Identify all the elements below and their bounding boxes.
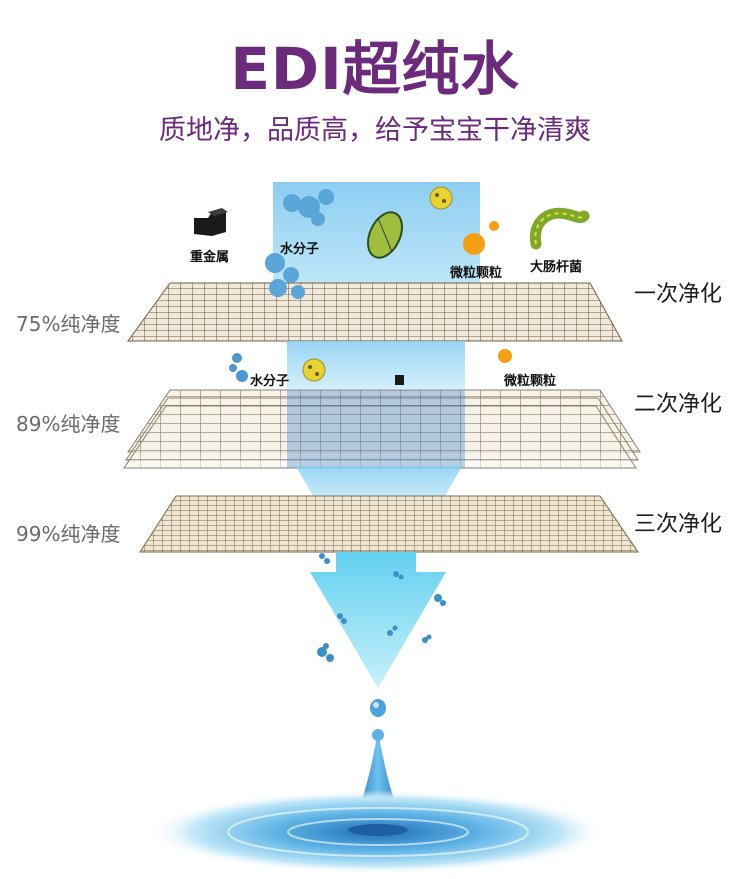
water-funnel: [296, 466, 462, 505]
filter-mesh-1: [127, 282, 623, 342]
page-subtitle: 质地净，品质高，给予宝宝干净清爽: [159, 115, 591, 146]
label-ecoli: 大肠杆菌: [530, 260, 583, 275]
stage-label-3: 三次净化: [634, 512, 723, 537]
filter-mesh-2: [123, 389, 641, 469]
label-water-molecule-mid: 水分子: [250, 374, 290, 389]
water-molecule-icon-mid: [229, 353, 248, 382]
stage-label-1: 一次净化: [634, 282, 723, 307]
purity-label-2: 89%纯净度: [16, 412, 121, 436]
ecoli-icon: [529, 207, 590, 250]
purity-label-1: 75%纯净度: [16, 312, 121, 336]
label-particle: 微粒颗粒: [450, 266, 503, 281]
microbe-icon: [367, 211, 403, 259]
heavy-metal-icon: [194, 208, 228, 236]
label-water-molecule: 水分子: [280, 242, 320, 257]
output-arrow: [310, 552, 446, 688]
label-heavy-metal: 重金属: [190, 250, 230, 265]
heavy-metal-icon-mid: [395, 375, 404, 385]
particle-icon: [429, 186, 499, 255]
droplet-small: [370, 699, 386, 717]
particle-icon-mid: [302, 349, 512, 382]
stage-label-2: 二次净化: [634, 392, 723, 417]
water-molecule-icon: [265, 189, 334, 299]
filter-mesh-3: [139, 495, 639, 553]
label-particle-mid: 微粒颗粒: [504, 374, 557, 389]
page-title: EDI超纯水: [230, 35, 520, 103]
molecule-scatter: [317, 553, 446, 662]
purity-label-3: 99%纯净度: [16, 522, 121, 546]
